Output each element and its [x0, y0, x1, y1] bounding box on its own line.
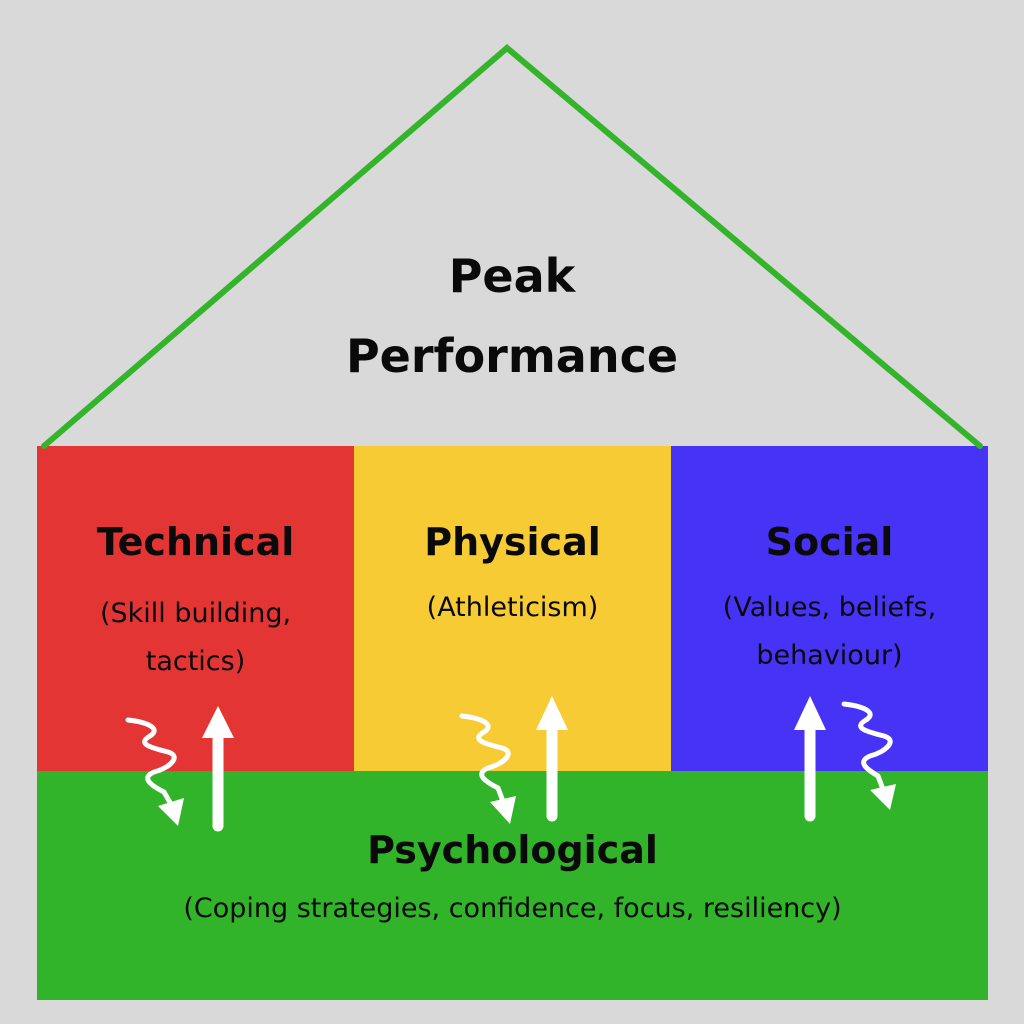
- pillar-title-physical: Physical: [424, 520, 601, 564]
- straight-up-arrow-icon: [794, 696, 826, 822]
- foundation-subtitle: (Coping strategies, confidence, focus, r…: [183, 893, 842, 924]
- pillar-subtitle-social: (Values, beliefs, behaviour): [722, 592, 937, 671]
- pillar-subtitle-technical: (Skill building, tactics): [99, 598, 292, 677]
- straight-up-arrow-icon: [536, 696, 568, 822]
- squiggly-down-arrow-icon: [841, 701, 896, 810]
- foundation-title: Psychological: [367, 828, 658, 872]
- squiggly-down-arrow-icon: [125, 717, 184, 826]
- roof-title: Peak Performance: [262, 236, 762, 396]
- pillar-title-technical: Technical: [96, 520, 295, 564]
- pillar-subtitle-physical: (Athleticism): [426, 592, 599, 623]
- pillar-social: [671, 446, 988, 771]
- roof-title-line-2: Performance: [345, 329, 679, 383]
- pillar-title-social: Social: [765, 520, 894, 564]
- roof-outline: [41, 44, 983, 449]
- pillar-technical: [37, 446, 354, 771]
- pillar-physical: [354, 446, 671, 771]
- straight-up-arrow-icon: [202, 706, 234, 832]
- roof-title-line-1: Peak: [448, 249, 576, 303]
- squiggly-down-arrow-icon: [459, 713, 516, 824]
